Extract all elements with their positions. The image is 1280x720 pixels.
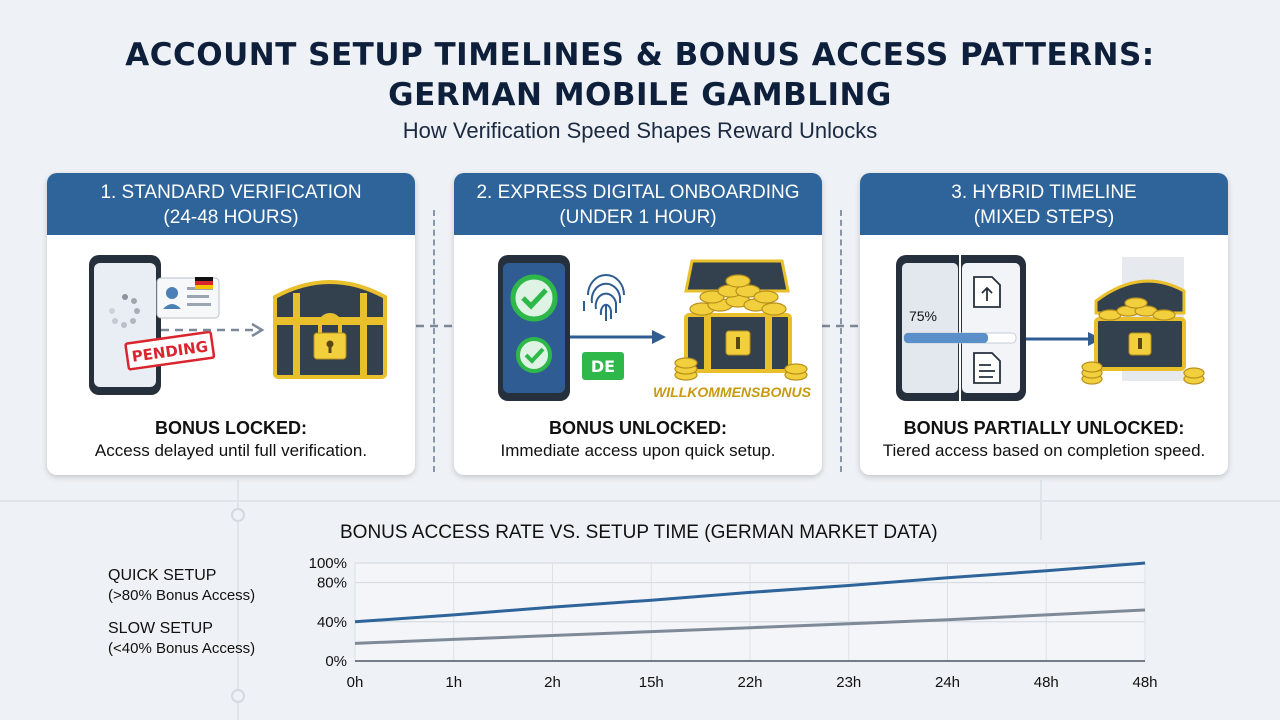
pending-stamp: PENDING bbox=[124, 330, 216, 371]
x-tick-label: 15h bbox=[639, 674, 664, 691]
check-icon bbox=[510, 274, 558, 322]
status-title: BONUS PARTIALLY UNLOCKED: bbox=[903, 418, 1185, 438]
partial-chest-icon bbox=[1081, 257, 1205, 385]
progress-bar-fill bbox=[904, 333, 988, 343]
gold-coins bbox=[1098, 297, 1176, 321]
background-line bbox=[1040, 480, 1042, 540]
german-flag-icon bbox=[195, 277, 213, 289]
x-tick-label: 23h bbox=[836, 674, 861, 691]
panel-heading: 2. Express Digital Onboarding bbox=[476, 182, 800, 203]
x-tick-label: 24h bbox=[935, 674, 960, 691]
panel-standard-verification: 1. Standard Verification (24-48 Hours) bbox=[47, 173, 415, 475]
panel-hybrid-timeline: 3. Hybrid Timeline (Mixed Steps) 75% bbox=[860, 173, 1228, 475]
gold-coins bbox=[689, 274, 787, 316]
status-title: BONUS UNLOCKED: bbox=[549, 418, 727, 438]
status-description: Immediate access upon quick setup. bbox=[500, 441, 776, 460]
panel-divider bbox=[433, 210, 435, 472]
panel-header: 2. Express Digital Onboarding (Under 1 H… bbox=[454, 173, 822, 235]
panel-header: 3. Hybrid Timeline (Mixed Steps) bbox=[860, 173, 1228, 235]
padlock-icon bbox=[313, 313, 347, 360]
panel-heading: 3. Hybrid Timeline bbox=[951, 182, 1137, 203]
panel-header: 1. Standard Verification (24-48 Hours) bbox=[47, 173, 415, 235]
status-description: Access delayed until full verification. bbox=[94, 441, 368, 460]
split-phone-icon bbox=[896, 255, 1026, 401]
coin-stack bbox=[1081, 361, 1205, 385]
check-icon bbox=[516, 337, 552, 373]
chart-title: Bonus Access Rate vs. Setup Time (German… bbox=[340, 522, 938, 543]
y-tick-label: 100% bbox=[309, 555, 347, 572]
loading-spinner-icon bbox=[109, 294, 140, 328]
open-chest-icon bbox=[674, 259, 808, 381]
x-tick-label: 48h bbox=[1132, 674, 1157, 691]
y-tick-label: 80% bbox=[317, 575, 347, 592]
page-title-line2: GERMAN MOBILE GAMBLING bbox=[388, 77, 892, 113]
status-description: Tiered access based on completion speed. bbox=[882, 441, 1206, 460]
bonus-access-chart: 0% 40% 80% 100% 0h 1h 2h 15h 22h 23h 24h 48h 48h bbox=[309, 555, 1158, 691]
panel-illustration: DE WILLKOMMENSBONUS bbox=[498, 255, 812, 401]
legend-slow-name: Slow Setup bbox=[108, 620, 213, 637]
page-subtitle: How Verification Speed Shapes Reward Unl… bbox=[402, 118, 878, 143]
panel-heading-sub: (24-48 Hours) bbox=[163, 207, 299, 228]
series-line-slow-setup bbox=[354, 608, 1146, 645]
x-tick-label: 1h bbox=[445, 674, 462, 691]
legend-quick-setup: Quick Setup (>80% Bonus Access) bbox=[108, 567, 255, 604]
series-line-quick-setup bbox=[354, 561, 1146, 624]
welcome-bonus-label: WILLKOMMENSBONUS bbox=[653, 384, 812, 400]
status-title: BONUS LOCKED: bbox=[155, 418, 307, 438]
panel-heading: 1. Standard Verification bbox=[100, 182, 362, 203]
locked-chest-icon bbox=[273, 280, 387, 379]
y-tick-label: 40% bbox=[317, 614, 347, 631]
document-icon bbox=[973, 352, 1001, 384]
x-tick-label: 0h bbox=[347, 674, 364, 691]
background-node bbox=[231, 508, 245, 522]
panel-divider bbox=[840, 210, 842, 472]
fingerprint-icon bbox=[583, 274, 625, 321]
solid-arrow bbox=[1026, 332, 1102, 346]
x-tick-label: 48h bbox=[1034, 674, 1059, 691]
page-title: ACCOUNT SETUP TIMELINES & BONUS ACCESS P… bbox=[125, 37, 1155, 73]
background-node bbox=[231, 689, 245, 703]
panel-illustration: 75% bbox=[896, 255, 1205, 401]
legend-slow-desc: (<40% Bonus Access) bbox=[108, 640, 256, 657]
background-line bbox=[0, 500, 1280, 502]
x-tick-label: 2h bbox=[544, 674, 561, 691]
legend-quick-desc: (>80% Bonus Access) bbox=[108, 587, 256, 604]
x-tick-label: 22h bbox=[737, 674, 762, 691]
panel-illustration: PENDING bbox=[89, 255, 387, 395]
legend-quick-name: Quick Setup bbox=[108, 567, 217, 584]
progress-bar bbox=[903, 332, 1017, 344]
panel-heading-sub: (Mixed Steps) bbox=[973, 207, 1115, 228]
progress-label: 75% bbox=[909, 308, 937, 324]
upload-document-icon bbox=[973, 276, 1001, 308]
legend-slow-setup: Slow Setup (<40% Bonus Access) bbox=[108, 620, 255, 657]
solid-arrow bbox=[570, 330, 666, 344]
id-card-icon bbox=[156, 277, 220, 319]
dashed-arrow bbox=[161, 322, 265, 338]
y-tick-label: 0% bbox=[325, 653, 347, 670]
de-badge: DE bbox=[582, 352, 624, 380]
background-line bbox=[237, 480, 239, 720]
de-badge-text: DE bbox=[591, 357, 615, 376]
panel-express-onboarding: 2. Express Digital Onboarding (Under 1 H… bbox=[454, 173, 822, 475]
coin-stack bbox=[674, 357, 808, 381]
panel-heading-sub: (Under 1 Hour) bbox=[559, 207, 717, 228]
